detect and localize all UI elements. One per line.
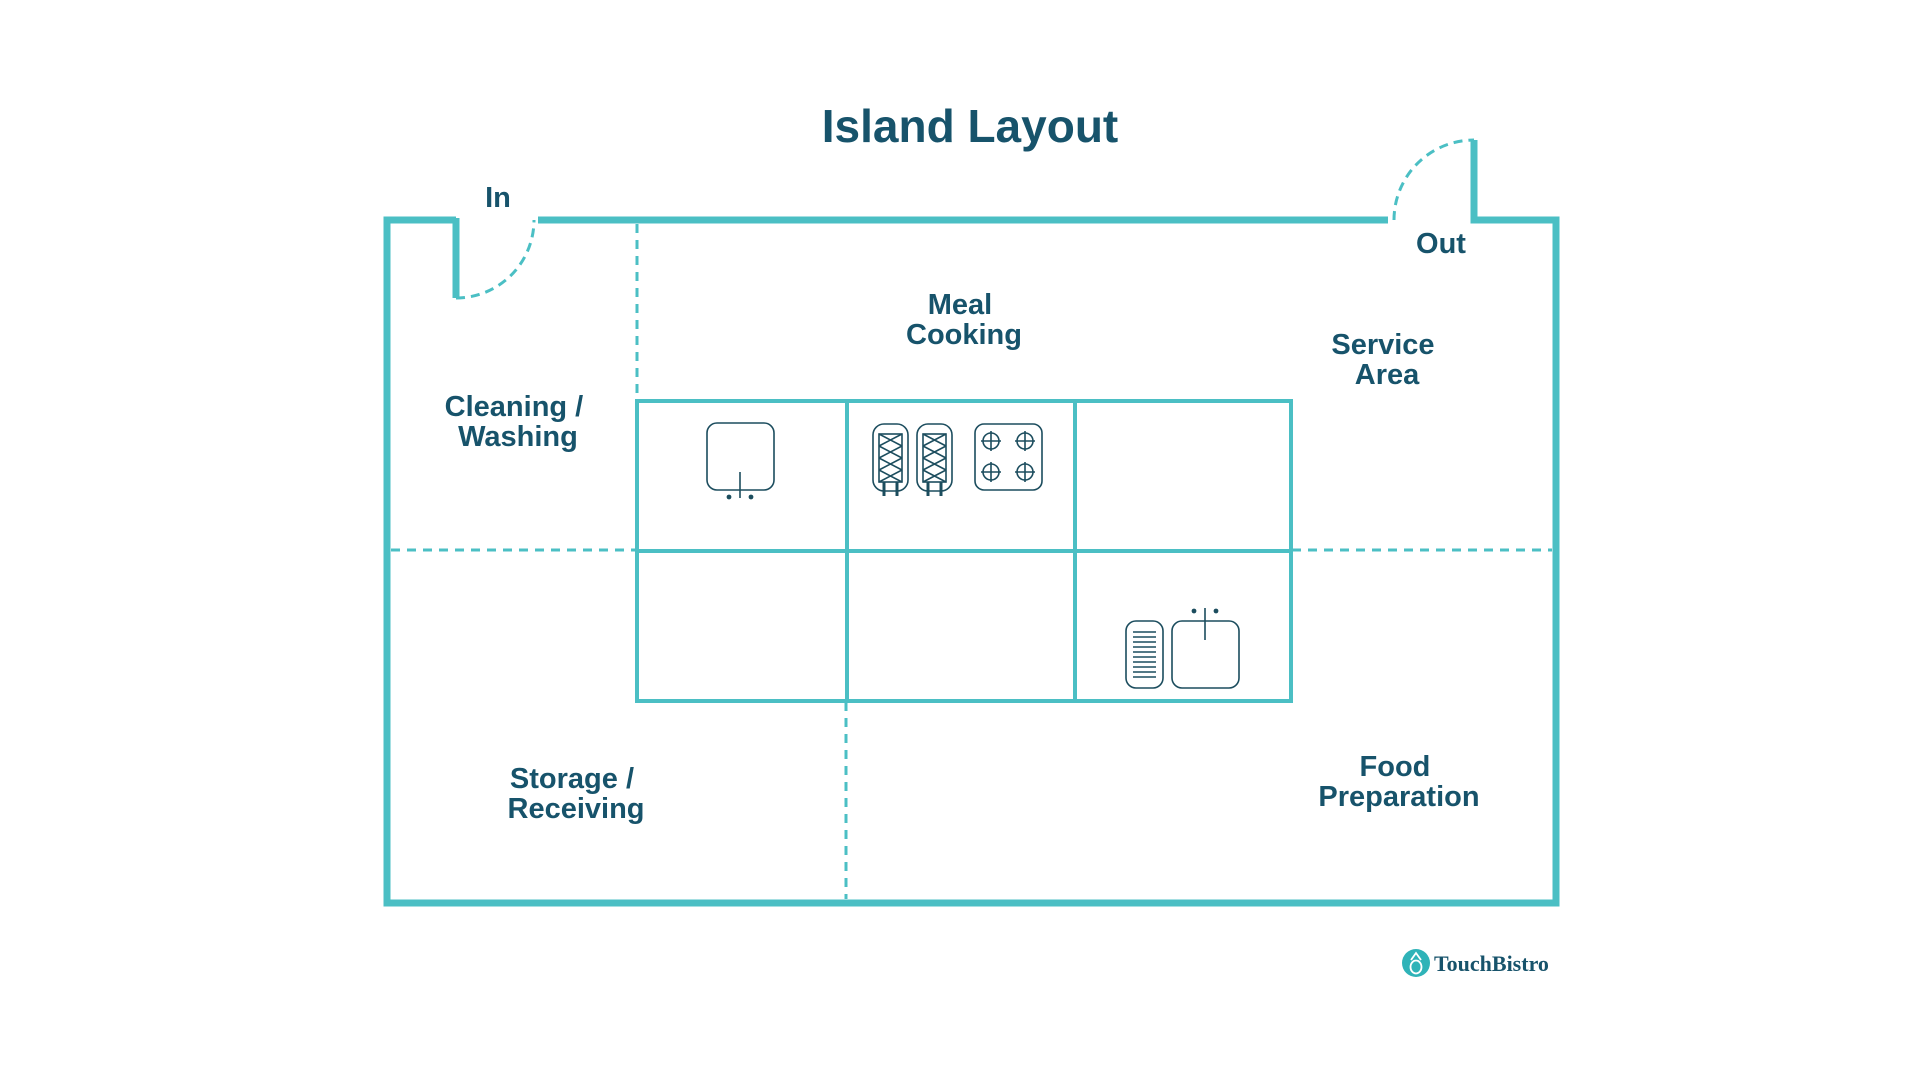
burner-icon bbox=[981, 431, 1001, 451]
burner-icon bbox=[1015, 431, 1035, 451]
brand-name: TouchBistro bbox=[1434, 951, 1549, 976]
brand-logo: TouchBistro bbox=[1402, 949, 1549, 977]
zone-label-meal-cooking: Meal Cooking bbox=[906, 289, 1022, 351]
equipment bbox=[706, 422, 1240, 689]
zone-label-line: Storage / bbox=[510, 763, 634, 795]
drainboard-icon bbox=[1125, 620, 1164, 689]
sink-icon bbox=[706, 422, 775, 500]
zone-label-line: Washing bbox=[458, 421, 578, 453]
zone-label-line: Food bbox=[1360, 751, 1431, 783]
zone-label-line: Receiving bbox=[508, 793, 645, 825]
door-swing-in bbox=[455, 219, 536, 300]
zone-label-line: Cooking bbox=[906, 319, 1022, 351]
zone-label-food-preparation: Food Preparation bbox=[1318, 751, 1479, 813]
zone-label-service-area: Service Area bbox=[1331, 329, 1442, 391]
zone-label-line: Meal bbox=[928, 289, 992, 321]
door-swings bbox=[455, 138, 1475, 300]
zone-label-line: Service bbox=[1331, 329, 1434, 361]
door-swing-out bbox=[1392, 138, 1475, 221]
fryer-icon bbox=[872, 423, 909, 496]
pineapple-logo-icon bbox=[1402, 949, 1430, 977]
stove-icon bbox=[974, 423, 1043, 491]
door-label-in: In bbox=[485, 182, 511, 214]
island-grid bbox=[635, 399, 1293, 703]
zone-label-line: Preparation bbox=[1318, 781, 1479, 813]
fryer-icon bbox=[916, 423, 953, 496]
door-label-out: Out bbox=[1416, 228, 1466, 260]
zone-label-cleaning-washing: Cleaning / Washing bbox=[445, 391, 592, 453]
zone-label-line: Cleaning / bbox=[445, 391, 584, 423]
sink-icon bbox=[1171, 608, 1240, 689]
zone-label-line: Area bbox=[1355, 359, 1420, 391]
zone-label-storage-receiving: Storage / Receiving bbox=[508, 763, 645, 825]
zone-dividers bbox=[391, 224, 1552, 899]
diagram-title: Island Layout bbox=[822, 100, 1118, 152]
burner-icon bbox=[981, 462, 1001, 482]
burner-icon bbox=[1015, 462, 1035, 482]
wall-left-and-bottom bbox=[383, 140, 1560, 907]
outer-walls bbox=[383, 140, 1560, 907]
